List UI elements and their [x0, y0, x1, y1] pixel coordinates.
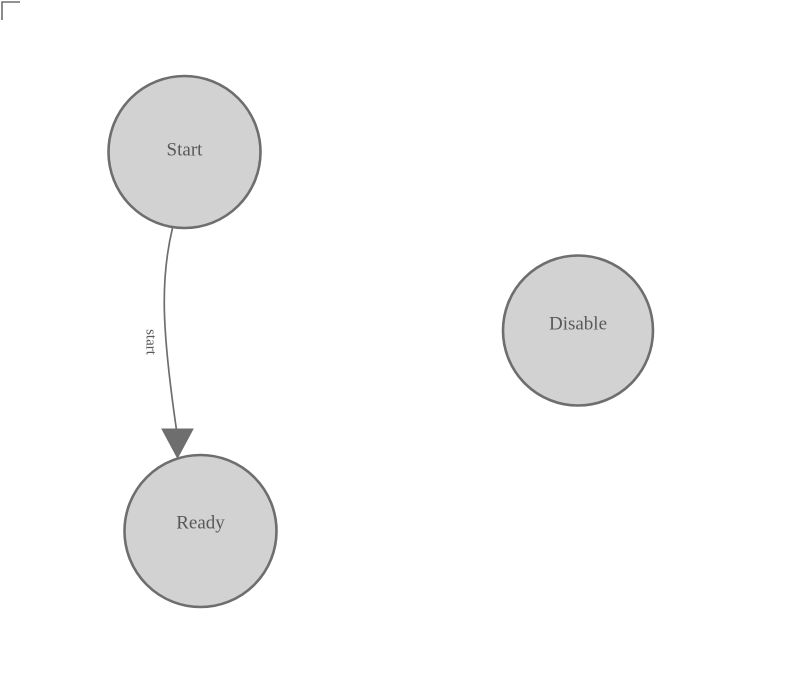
- edge-start-to-ready[interactable]: start: [143, 227, 194, 460]
- arrowhead-icon: [161, 428, 194, 460]
- top-left-corner-bracket-icon: [1, 1, 20, 20]
- node-shape-circle[interactable]: [123, 453, 278, 609]
- node-label-disable: Disable: [549, 313, 607, 334]
- node-shape-circle[interactable]: [501, 254, 655, 407]
- node-label-start: Start: [167, 139, 204, 160]
- edge-path: [163, 227, 178, 431]
- node-start[interactable]: Start: [107, 74, 262, 230]
- node-ready[interactable]: Ready: [123, 453, 278, 609]
- node-label-ready: Ready: [176, 512, 225, 533]
- edge-label-start: start: [143, 329, 159, 356]
- node-shape-circle[interactable]: [107, 74, 262, 230]
- node-disable[interactable]: Disable: [501, 254, 655, 407]
